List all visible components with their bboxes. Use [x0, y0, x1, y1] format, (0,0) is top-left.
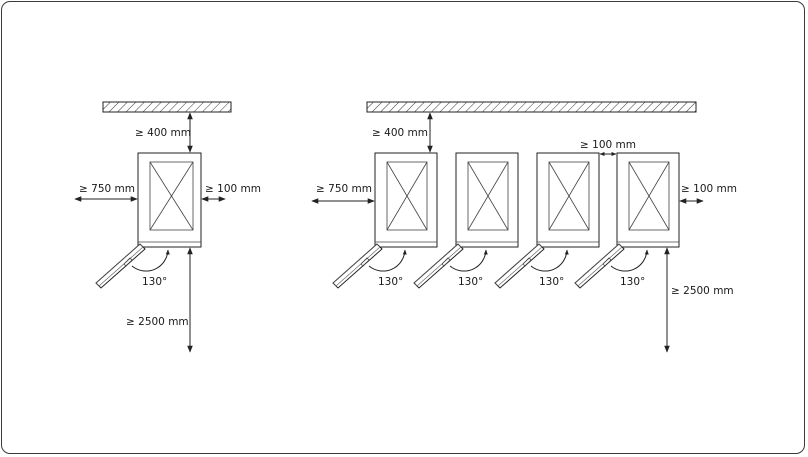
left-door-angle-label: 130° — [142, 276, 167, 288]
right-row-group: ≥ 400 mm — [311, 101, 737, 353]
left-cabinet — [137, 152, 202, 248]
row-left-clearance-label: ≥ 750 mm — [316, 183, 372, 195]
left-cabinet-cross-b — [149, 161, 194, 231]
row-door-1-angle-arc — [368, 249, 407, 272]
left-side-clearance-label: ≥ 750 mm — [79, 183, 135, 195]
left-front-clearance-label: ≥ 2500 mm — [126, 316, 189, 328]
row-right-clearance-label: ≥ 100 mm — [681, 183, 737, 195]
row-door-1-angle-label: 130° — [378, 276, 403, 288]
row-cabinet-4 — [616, 152, 680, 248]
left-cabinet-window — [149, 161, 194, 231]
row-door-2-angle-arc — [449, 249, 488, 272]
row-door-4 — [574, 243, 649, 289]
row-cabinet-1 — [374, 152, 438, 248]
row-top-clearance-label: ≥ 400 mm — [372, 127, 428, 139]
row-between-clearance-label: ≥ 100 mm — [580, 139, 636, 151]
row-door-2 — [413, 243, 488, 289]
left-door-open — [95, 243, 146, 289]
left-door-handle — [123, 257, 133, 267]
row-cabinet-2 — [455, 152, 519, 248]
right-wall-hatch — [366, 101, 697, 113]
right-side-clearance-label: ≥ 100 mm — [205, 183, 261, 195]
left-unit-group: ≥ 400 mm ≥ 750 mm ≥ 100 mm 130° ≥ 2500 m… — [74, 101, 261, 353]
row-door-3-angle-label: 130° — [539, 276, 564, 288]
row-door-3-angle-arc — [530, 249, 569, 272]
row-door-1 — [332, 243, 407, 289]
left-top-clearance-label: ≥ 400 mm — [135, 127, 191, 139]
left-door-angle-arc — [131, 249, 170, 272]
row-door-4-angle-arc — [610, 249, 649, 272]
row-front-clearance-label: ≥ 2500 mm — [671, 285, 734, 297]
left-wall-hatch — [102, 101, 232, 113]
row-door-4-angle-label: 130° — [620, 276, 645, 288]
row-door-2-angle-label: 130° — [458, 276, 483, 288]
row-door-3 — [494, 243, 569, 289]
row-cabinet-3 — [536, 152, 600, 248]
